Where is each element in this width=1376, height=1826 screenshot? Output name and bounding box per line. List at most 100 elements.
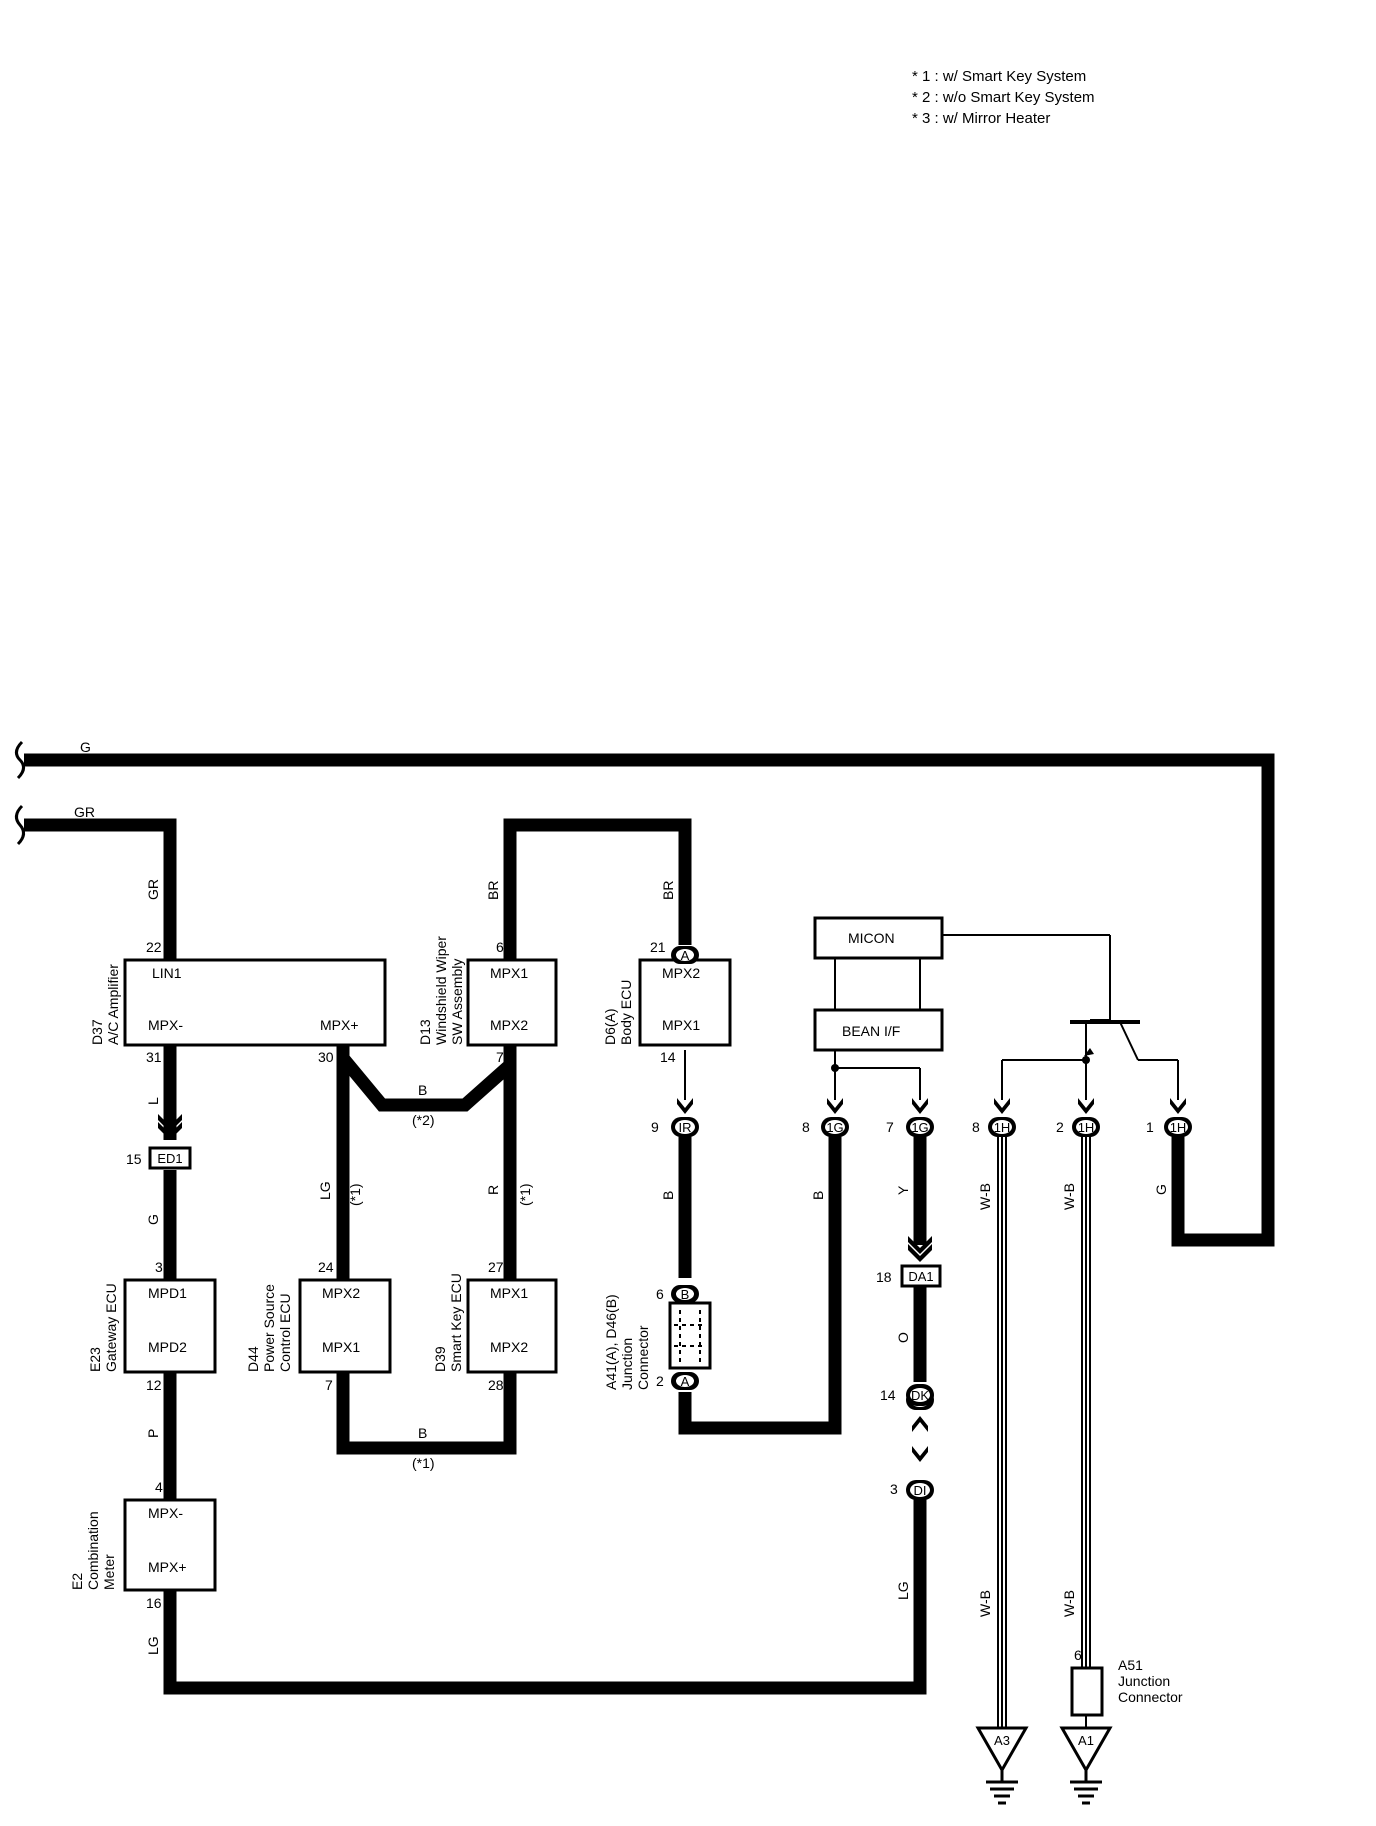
e23-pin-a: MPD1 (148, 1285, 187, 1301)
d39-pin-a: MPX1 (490, 1285, 528, 1301)
d6-pin-a: MPX2 (662, 965, 700, 981)
jc-code: A41(A), D46(B) (603, 1294, 619, 1390)
jc-name2: Connector (635, 1325, 651, 1390)
a51-name2: Connector (1118, 1689, 1183, 1705)
legend-note-2: * 2 : w/o Smart Key System (912, 89, 1095, 106)
conn-h2-id: 1H (1078, 1120, 1095, 1135)
legend-note-3: * 3 : w/ Mirror Heater (912, 110, 1051, 127)
pin-d37-31: 31 (146, 1049, 162, 1065)
d37-code: D37 (89, 1019, 105, 1045)
wire-gr (24, 818, 177, 960)
e23-box (123, 1278, 217, 1374)
pin-jc-6: 6 (656, 1286, 664, 1302)
d37-pin-lin1: LIN1 (152, 965, 182, 981)
ground-a3-triangle (975, 1726, 1029, 1774)
d37-box (123, 958, 387, 1047)
conn-dk-n: 14 (880, 1387, 896, 1403)
pin-jc-2: 2 (656, 1373, 664, 1389)
rect-connectors (148, 1146, 942, 1288)
pin-d39-27: 27 (488, 1259, 504, 1275)
d44-pin-a: MPX2 (322, 1285, 360, 1301)
wire-label-wb-2: W-B (1061, 1183, 1077, 1210)
wire-label-b-ir: B (660, 1191, 676, 1200)
d13-code: D13 (417, 1019, 433, 1045)
conn-h8-n: 8 (972, 1119, 980, 1135)
d37-pin-mpxp: MPX+ (320, 1017, 359, 1033)
wire-b-star1 (336, 1372, 517, 1455)
jc-inner (674, 1310, 706, 1362)
wire-label-br-d13: BR (485, 881, 501, 900)
pin-e23-12: 12 (146, 1377, 162, 1393)
d39-pin-b: MPX2 (490, 1339, 528, 1355)
conn-h1-n: 1 (1146, 1119, 1154, 1135)
d37-pin-mpxm: MPX- (148, 1017, 183, 1033)
pin-d37-30: 30 (318, 1049, 334, 1065)
d39-code: D39 (432, 1346, 448, 1372)
e2-pin-b: MPX+ (148, 1559, 187, 1575)
a51-code: A51 (1118, 1657, 1143, 1673)
conn-da1-n: 18 (876, 1269, 892, 1285)
conn-da1-id: DA1 (908, 1269, 933, 1284)
d39-box (466, 1278, 558, 1374)
wire-label-lg-di: LG (895, 1581, 911, 1600)
wire-label-b-star1: B (418, 1425, 427, 1441)
wire-label-wb-4: W-B (1061, 1590, 1077, 1617)
conn-ir-n: 9 (651, 1119, 659, 1135)
d6-code: D6(A) (602, 1008, 618, 1045)
conn-jc-a: A (681, 1374, 690, 1389)
e2-pin-a: MPX- (148, 1505, 183, 1521)
conn-h1-id: 1H (1170, 1120, 1187, 1135)
d13-box (466, 958, 558, 1047)
conn-ir-id: IR (679, 1120, 692, 1135)
cond-r: (*1) (517, 1183, 533, 1206)
conn-ed1-id: ED1 (157, 1151, 182, 1166)
pin-d6-14: 14 (660, 1049, 676, 1065)
grounds (975, 1726, 1113, 1774)
conn-dk-id: DK (911, 1388, 929, 1403)
d13-name2: SW Assembly (449, 959, 465, 1045)
transistor-symbol (1084, 1048, 1094, 1056)
d44-code: D44 (245, 1346, 261, 1372)
pin-d44-24: 24 (318, 1259, 334, 1275)
conn-h2-n: 2 (1056, 1119, 1064, 1135)
wire-label-r: R (485, 1185, 501, 1195)
a51-name: Junction (1118, 1673, 1170, 1689)
d6-name: Body ECU (618, 980, 634, 1045)
conn-h8-id: 1H (994, 1120, 1011, 1135)
a51-box (1070, 1666, 1104, 1717)
d39-name: Smart Key ECU (448, 1273, 464, 1372)
wire-label-b-1g: B (810, 1191, 826, 1200)
wire-b-1g (678, 1128, 842, 1435)
pin-d44-7: 7 (325, 1377, 333, 1393)
chevrons (158, 1098, 1186, 1462)
pin-d39-28: 28 (488, 1377, 504, 1393)
pin-d13-7: 7 (496, 1049, 504, 1065)
d13-pin-a: MPX1 (490, 965, 528, 981)
ground-a1-triangle (1059, 1726, 1113, 1774)
wire-label-l: L (145, 1097, 161, 1105)
conn-ed1-n: 15 (126, 1151, 142, 1167)
pin-a51-6: 6 (1074, 1647, 1082, 1663)
pin-d6-21: 21 (650, 939, 666, 955)
wire-lg-bottom (163, 1492, 927, 1695)
wire-label-lg-d44: LG (317, 1181, 333, 1200)
wire-label-g-e23: G (145, 1214, 161, 1225)
pin-d13-6: 6 (496, 939, 504, 955)
wire-label-gr-v: GR (145, 879, 161, 900)
cond-star1: (*1) (412, 1455, 435, 1471)
wire-label-gr-top: GR (74, 804, 95, 820)
micon-box (813, 916, 944, 960)
ground-a1-label: A1 (1078, 1733, 1094, 1748)
junction-dots (831, 1056, 1090, 1072)
e2-code: E2 (69, 1573, 85, 1590)
e23-name: Gateway ECU (103, 1283, 119, 1372)
bean-label: BEAN I/F (842, 1023, 900, 1039)
conn-g7-id: 1G (911, 1120, 928, 1135)
pin-d37-22: 22 (146, 939, 162, 955)
conn-g7-n: 7 (886, 1119, 894, 1135)
d13-pin-b: MPX2 (490, 1017, 528, 1033)
wire-label-y: Y (895, 1185, 911, 1195)
wire-label-p: P (145, 1429, 161, 1438)
wire-label-wb-1: W-B (977, 1183, 993, 1210)
wire-label-g-top: G (80, 739, 91, 755)
